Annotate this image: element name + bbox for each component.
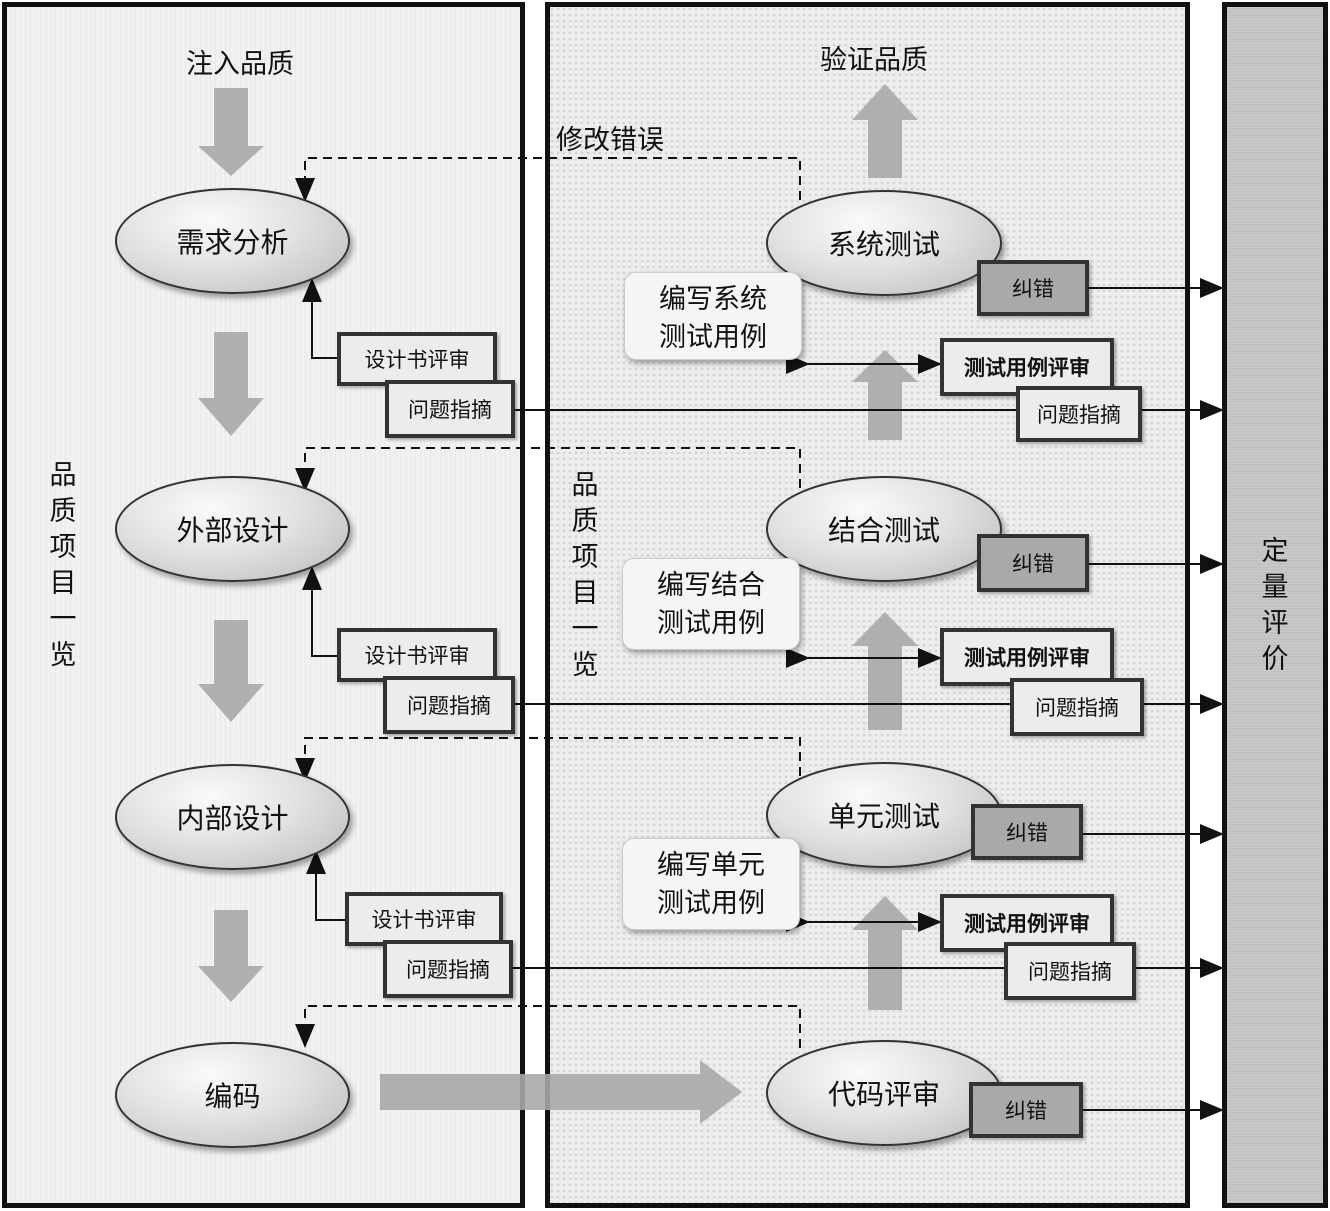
write-test-cases-line2: 测试用例: [657, 888, 765, 919]
up-flow-arrow: [852, 612, 918, 730]
write-unit-test-cases: 编写单元 测试用例: [622, 838, 800, 930]
issue-point-box[interactable]: 问题指摘: [385, 380, 515, 438]
issue-point-box[interactable]: 问题指摘: [383, 676, 515, 734]
phase-requirements-analysis[interactable]: 需求分析: [115, 188, 350, 294]
up-flow-arrow: [852, 84, 918, 178]
design-review-box[interactable]: 设计书评审: [337, 332, 497, 386]
design-review-box[interactable]: 设计书评审: [337, 628, 497, 682]
correction-box[interactable]: 纠错: [977, 260, 1089, 316]
feedback-lines: [295, 157, 801, 1048]
write-test-cases-line1: 编写单元: [657, 850, 765, 881]
correction-box[interactable]: 纠错: [971, 804, 1083, 860]
verify-quality-title: 验证品质: [820, 45, 928, 76]
phase-integration-test[interactable]: 结合测试: [766, 476, 1002, 582]
review-connectors: [302, 278, 348, 921]
left-quality-items-label: 品质项目一览: [49, 460, 77, 671]
middle-quality-items-label: 品质项目一览: [571, 470, 599, 681]
write-system-test-cases: 编写系统 测试用例: [624, 272, 802, 360]
down-flow-arrow: [198, 620, 264, 722]
correction-box[interactable]: 纠错: [969, 1082, 1083, 1138]
correction-box[interactable]: 纠错: [977, 534, 1089, 592]
test-case-review-links: [786, 354, 942, 932]
phase-external-design[interactable]: 外部设计: [115, 476, 350, 582]
phase-internal-design[interactable]: 内部设计: [115, 764, 350, 870]
evaluation-links: [512, 278, 1222, 1120]
write-test-cases-line2: 测试用例: [657, 608, 765, 639]
quantitative-evaluation-panel: [1222, 2, 1328, 1208]
down-flow-arrow: [198, 88, 264, 176]
down-flow-arrow: [198, 332, 264, 436]
phase-system-test[interactable]: 系统测试: [766, 190, 1002, 296]
phase-code-review[interactable]: 代码评审: [766, 1040, 1002, 1146]
issue-point-box[interactable]: 问题指摘: [383, 940, 513, 998]
issue-point-box[interactable]: 问题指摘: [1016, 386, 1142, 442]
design-review-box[interactable]: 设计书评审: [345, 892, 503, 946]
inject-quality-title: 注入品质: [186, 49, 294, 80]
down-flow-arrow: [198, 910, 264, 1002]
up-flow-arrow: [852, 896, 918, 1010]
issue-point-box[interactable]: 问题指摘: [1004, 942, 1136, 1000]
quantitative-evaluation-label: 定量评价: [1261, 536, 1289, 675]
write-test-cases-line1: 编写结合: [657, 570, 765, 601]
flow-arrows-left: [198, 88, 264, 1002]
write-test-cases-line2: 测试用例: [659, 322, 767, 353]
phase-coding[interactable]: 编码: [115, 1042, 350, 1148]
issue-point-box[interactable]: 问题指摘: [1010, 678, 1144, 736]
write-test-cases-line1: 编写系统: [659, 284, 767, 315]
right-flow-arrow: [380, 1060, 742, 1124]
flow-arrows-middle: [380, 84, 918, 1124]
phase-unit-test[interactable]: 单元测试: [766, 762, 1002, 868]
fix-errors-label: 修改错误: [556, 125, 664, 156]
write-integration-test-cases: 编写结合 测试用例: [622, 558, 800, 650]
